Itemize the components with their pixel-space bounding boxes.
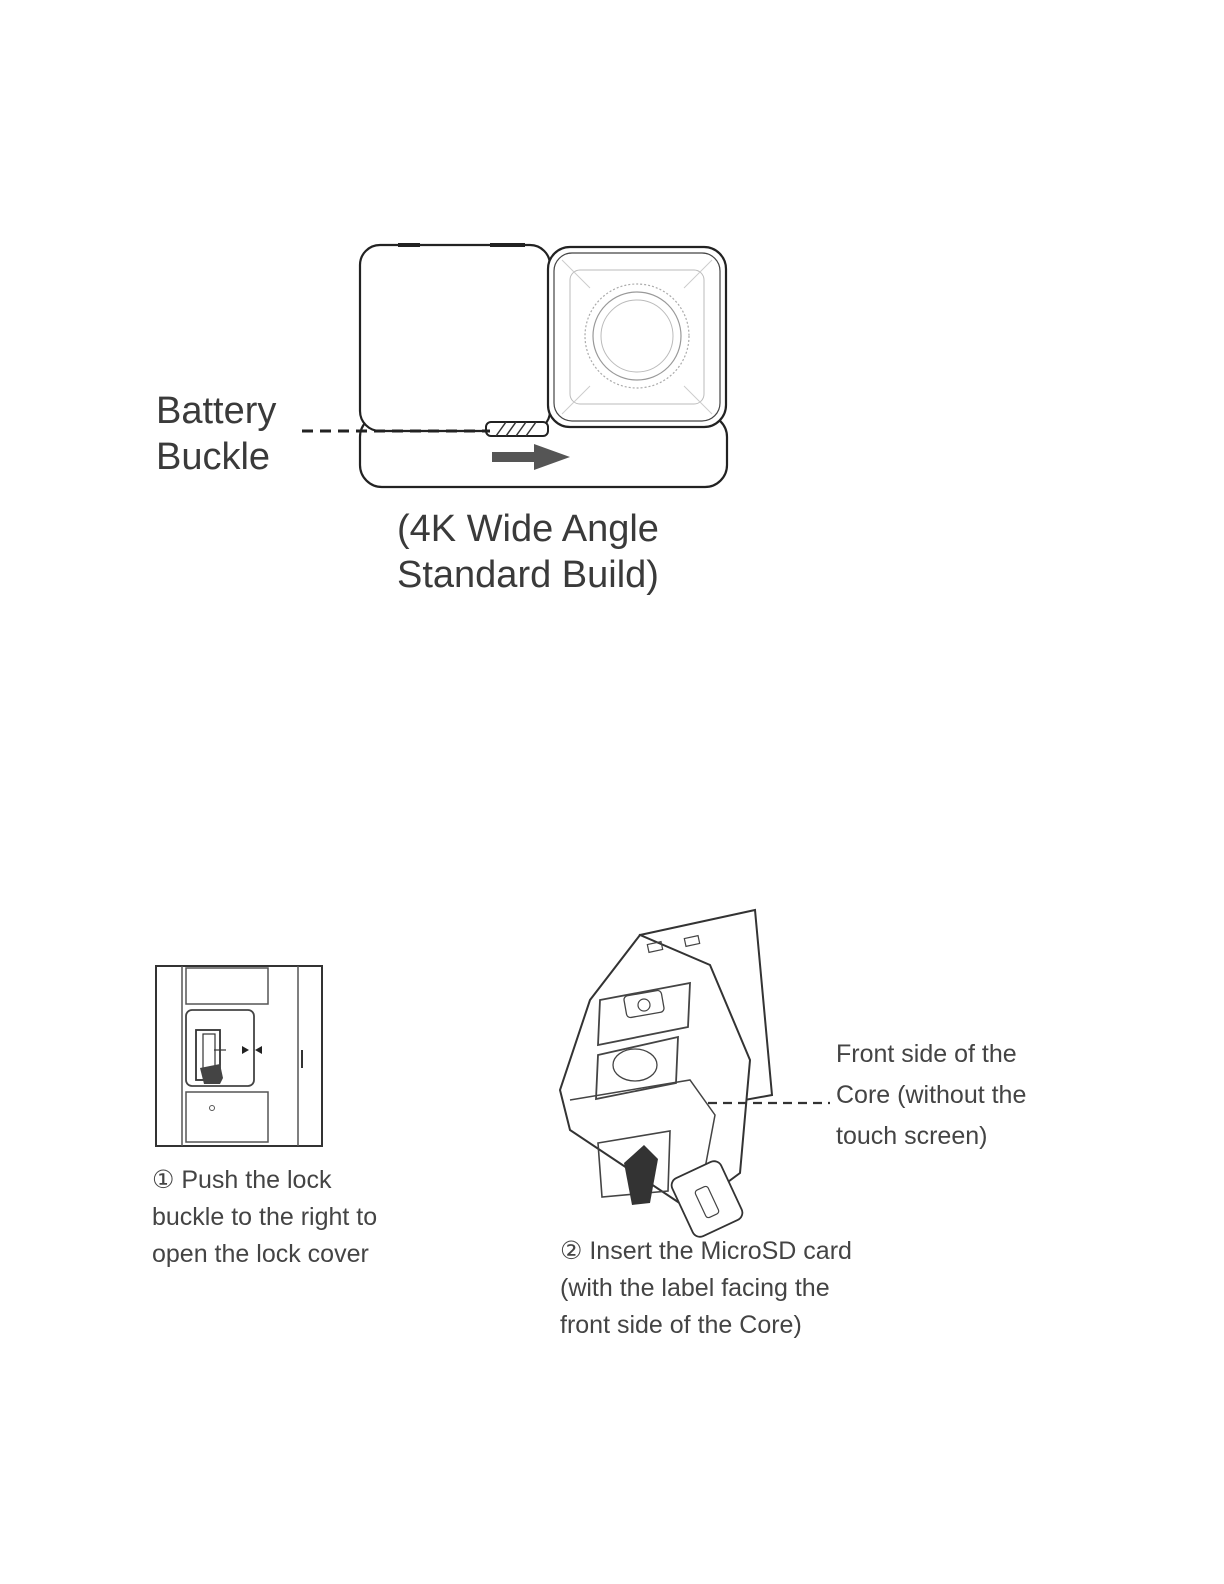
step2-caption: ② Insert the MicroSD card (with the labe… [560, 1233, 852, 1344]
battery-buckle-label: Battery Buckle [156, 388, 276, 480]
step1-caption-line1: ① Push the lock [152, 1162, 377, 1199]
battery-buckle-label-line2: Buckle [156, 434, 276, 480]
step2-caption-line3: front side of the Core) [560, 1307, 852, 1344]
front-side-callout-line3: touch screen) [836, 1116, 1026, 1157]
front-side-callout: Front side of the Core (without the touc… [836, 1034, 1026, 1157]
camera-4k-wide-angle-illustration [290, 230, 750, 510]
lens-module-outer [548, 247, 726, 427]
core-microsd-illustration [540, 905, 840, 1235]
build-caption-line1: (4K Wide Angle [397, 506, 659, 552]
build-caption: (4K Wide Angle Standard Build) [397, 506, 659, 598]
battery-buckle [486, 422, 548, 436]
core-side-lock-illustration [150, 960, 330, 1152]
front-side-callout-line1: Front side of the [836, 1034, 1026, 1075]
build-caption-line2: Standard Build) [397, 552, 659, 598]
battery-buckle-label-line1: Battery [156, 388, 276, 434]
core-body [360, 245, 550, 431]
step1-caption-line2: buckle to the right to [152, 1199, 377, 1236]
step1-caption-line3: open the lock cover [152, 1236, 377, 1273]
step2-caption-line2: (with the label facing the [560, 1270, 852, 1307]
step2-caption-line1: ② Insert the MicroSD card [560, 1233, 852, 1270]
step1-caption: ① Push the lock buckle to the right to o… [152, 1162, 377, 1273]
front-side-callout-line2: Core (without the [836, 1075, 1026, 1116]
